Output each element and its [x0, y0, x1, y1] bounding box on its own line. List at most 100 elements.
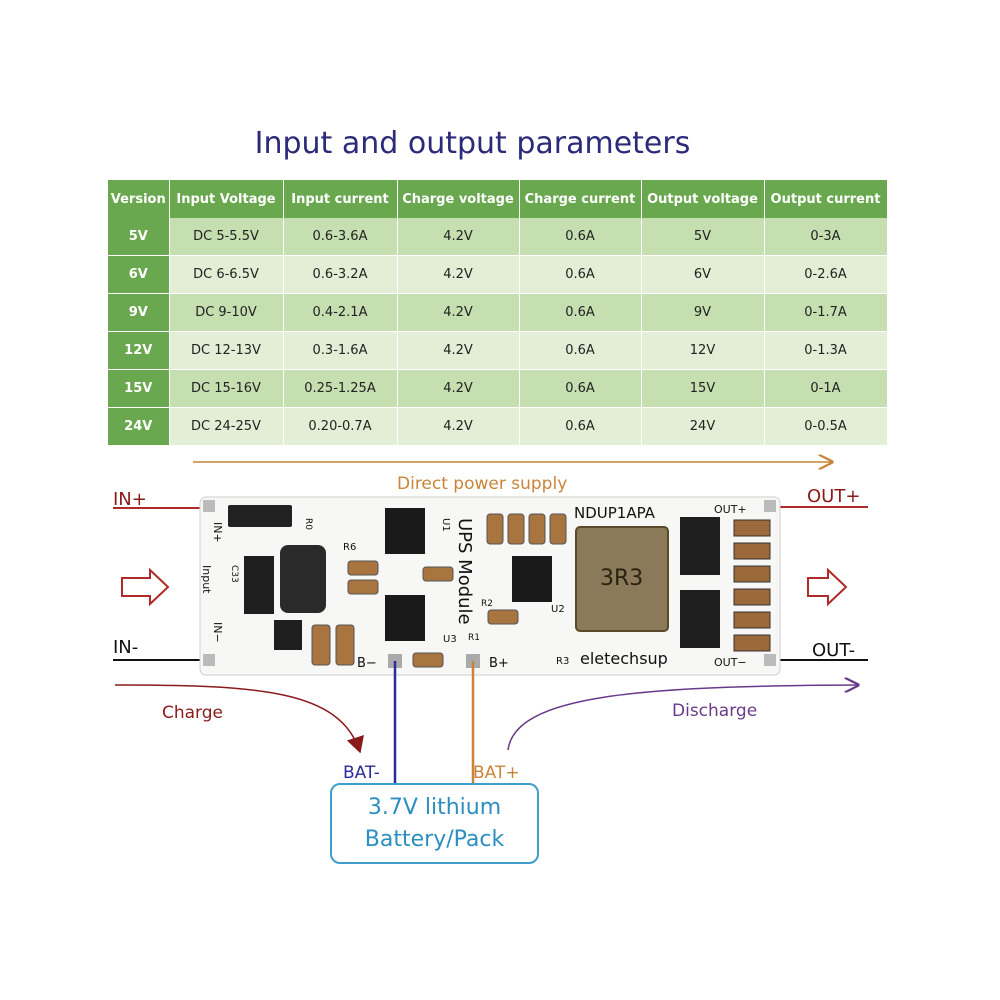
cell-output-voltage: 6V: [641, 255, 765, 294]
cell-output-voltage: 5V: [641, 218, 765, 256]
table-row: 5V DC 5-5.5V 0.6-3.6A 4.2V 0.6A 5V 0-3A: [108, 218, 888, 256]
cell-charge-voltage: 4.2V: [397, 293, 520, 332]
table-row: 12V DC 12-13V 0.3-1.6A 4.2V 0.6A 12V 0-1…: [108, 331, 888, 370]
header-charge-current: Charge current: [519, 180, 642, 218]
cell-output-voltage: 15V: [641, 369, 765, 408]
charge-label: Charge: [162, 703, 223, 723]
chip-u1: [385, 508, 425, 554]
cell-input-current: 0.4-2.1A: [283, 293, 398, 332]
battery-line-2: Battery/Pack: [364, 826, 505, 852]
silk-model: NDUP1APA: [574, 504, 656, 522]
table-row: 9V DC 9-10V 0.4-2.1A 4.2V 0.6A 9V 0-1.7A: [108, 293, 888, 332]
bat-plus-label: BAT+: [473, 763, 520, 783]
cell-input-current: 0.6-3.6A: [283, 218, 398, 256]
header-input-voltage: Input Voltage: [169, 180, 284, 218]
inductor-marking: 3R3: [600, 566, 643, 591]
cell-input-voltage: DC 9-10V: [169, 293, 284, 332]
chip-u2: [512, 556, 552, 602]
table-header-row: Version Input Voltage Input current Char…: [108, 180, 888, 218]
cell-input-voltage: DC 12-13V: [169, 331, 284, 370]
header-output-current: Output current: [764, 180, 888, 218]
header-input-current: Input current: [283, 180, 398, 218]
silk-r6: R6: [343, 542, 356, 553]
discharge-label: Discharge: [672, 701, 757, 721]
silk-u1: U1: [440, 518, 451, 532]
output-capacitors: [733, 519, 771, 652]
pad-in-minus: [203, 654, 215, 666]
cell-input-current: 0.3-1.6A: [283, 331, 398, 370]
battery-box: 3.7V lithium Battery/Pack: [330, 783, 539, 864]
header-charge-voltage: Charge voltage: [397, 180, 520, 218]
diagram-labels: Direct power supply IN+ IN- OUT+ OUT- Ch…: [113, 474, 860, 783]
silk-brand: eletechsup: [580, 649, 668, 668]
cell-output-current: 0-1A: [764, 369, 888, 408]
silk-module-name: UPS Module: [454, 518, 475, 625]
small-capacitors: [311, 560, 519, 668]
silk-b-plus: B+: [489, 656, 509, 671]
cell-input-voltage: DC 24-25V: [169, 407, 284, 446]
cell-output-voltage: 24V: [641, 407, 765, 446]
cell-charge-voltage: 4.2V: [397, 331, 520, 370]
pad-in-plus: [203, 500, 215, 512]
cell-input-voltage: DC 6-6.5V: [169, 255, 284, 294]
silk-c33: C33: [229, 565, 239, 583]
inductor-large: [575, 526, 669, 632]
cell-version: 24V: [108, 407, 170, 446]
table-row: 6V DC 6-6.5V 0.6-3.2A 4.2V 0.6A 6V 0-2.6…: [108, 255, 888, 294]
cell-charge-current: 0.6A: [519, 255, 642, 294]
silk-b-minus: B−: [357, 656, 377, 671]
silkscreen: IN+ Input IN− C33 R0 R6 U1 U3 UPS Module…: [200, 503, 747, 671]
silk-r3: R3: [556, 656, 569, 667]
silk-out-plus: OUT+: [714, 503, 747, 516]
cell-version: 6V: [108, 255, 170, 294]
cell-input-current: 0.6-3.2A: [283, 255, 398, 294]
cell-output-current: 0-0.5A: [764, 407, 888, 446]
header-version: Version: [108, 180, 170, 218]
discharge-arrow: [507, 685, 858, 751]
silk-r2: R2: [481, 599, 493, 609]
cell-charge-current: 0.6A: [519, 407, 642, 446]
out-minus-label: OUT-: [812, 640, 855, 661]
cell-output-voltage: 12V: [641, 331, 765, 370]
silk-input: Input: [200, 565, 213, 594]
cell-version: 12V: [108, 331, 170, 370]
cell-output-current: 0-1.3A: [764, 331, 888, 370]
battery-line-1: 3.7V lithium: [367, 794, 502, 820]
page-title: Input and output parameters: [254, 126, 691, 161]
mosfet-output-top: [680, 517, 720, 575]
mosfet-input: [244, 556, 274, 614]
header-output-voltage: Output voltage: [641, 180, 765, 218]
ic-small: [274, 620, 302, 650]
cell-output-voltage: 9V: [641, 293, 765, 332]
output-arrow-icon: [807, 567, 848, 607]
cell-charge-current: 0.6A: [519, 293, 642, 332]
cell-input-voltage: DC 15-16V: [169, 369, 284, 408]
cell-input-current: 0.20-0.7A: [283, 407, 398, 446]
cell-input-current: 0.25-1.25A: [283, 369, 398, 408]
cell-charge-voltage: 4.2V: [397, 369, 520, 408]
silk-in-minus: IN−: [211, 622, 224, 643]
cell-version: 15V: [108, 369, 170, 408]
silk-r0: R0: [303, 518, 313, 530]
cell-version: 5V: [108, 218, 170, 256]
mosfet-output-bottom: [680, 590, 720, 648]
bat-minus-label: BAT-: [343, 763, 380, 783]
direct-power-label: Direct power supply: [397, 474, 567, 494]
inductor-small: [280, 545, 326, 613]
input-arrow-icon: [121, 567, 170, 607]
table-row: 24V DC 24-25V 0.20-0.7A 4.2V 0.6A 24V 0-…: [108, 407, 888, 446]
cell-output-current: 0-1.7A: [764, 293, 888, 332]
parameters-table: Version Input Voltage Input current Char…: [108, 180, 888, 446]
cell-charge-voltage: 4.2V: [397, 407, 520, 446]
silk-out-minus: OUT−: [714, 656, 747, 669]
cell-output-current: 0-3A: [764, 218, 888, 256]
top-capacitors: [486, 513, 567, 545]
silk-in-plus: IN+: [211, 522, 224, 543]
cell-output-current: 0-2.6A: [764, 255, 888, 294]
out-plus-label: OUT+: [807, 486, 860, 507]
cell-charge-current: 0.6A: [519, 369, 642, 408]
silk-u3: U3: [443, 634, 457, 645]
silk-u2: U2: [551, 604, 565, 615]
cell-charge-voltage: 4.2V: [397, 218, 520, 256]
